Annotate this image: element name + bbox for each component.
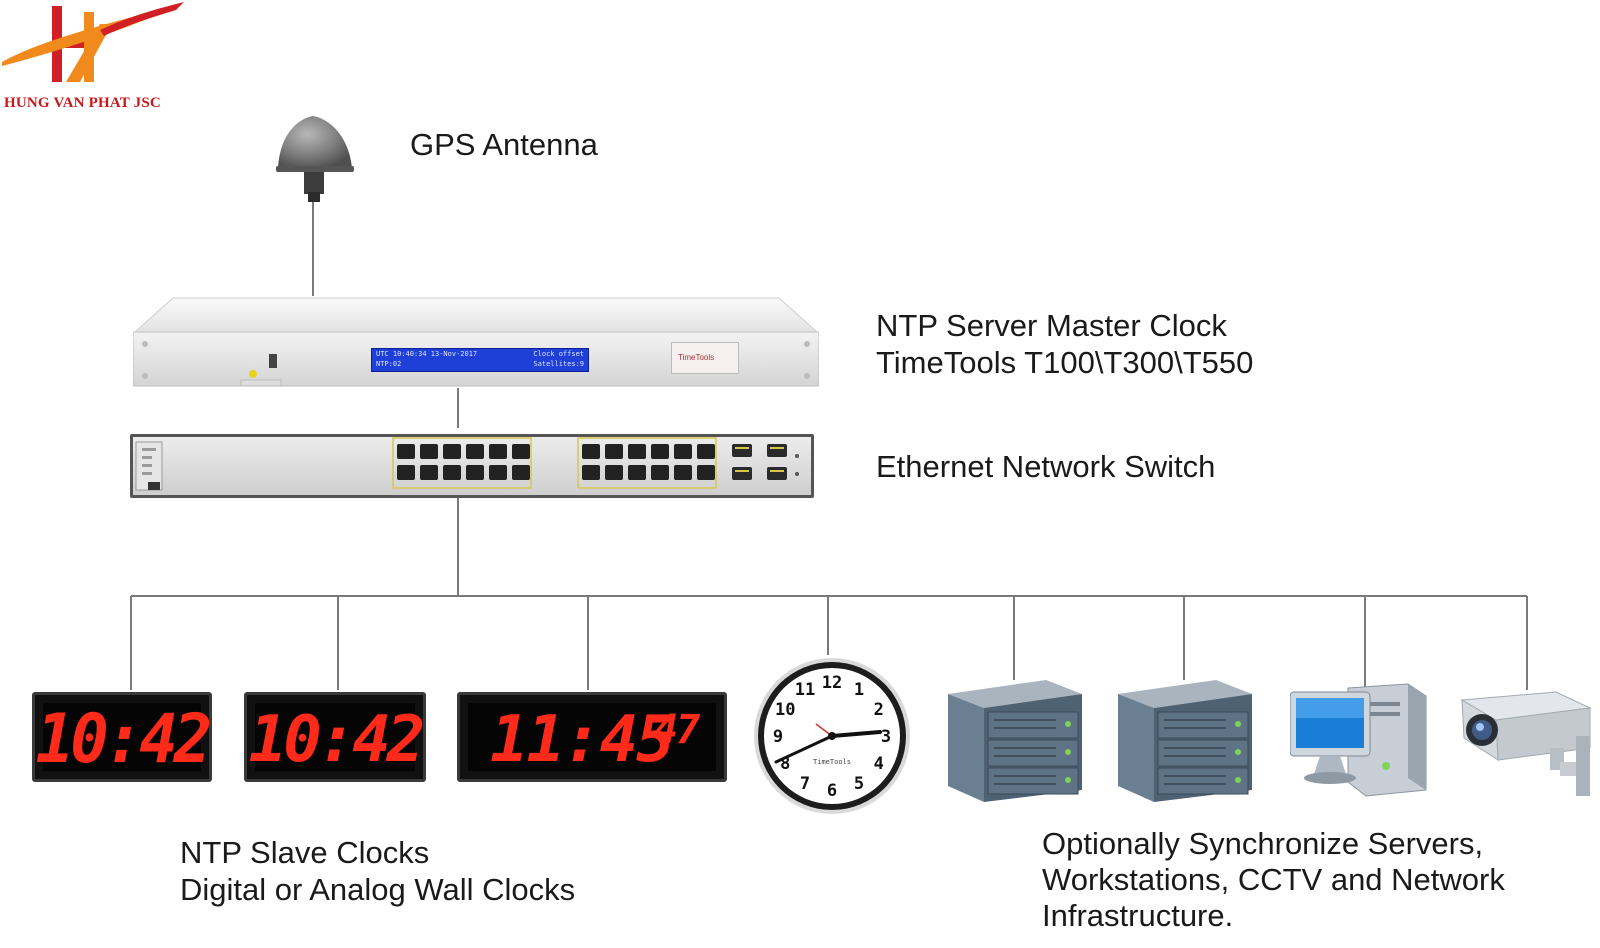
clock-number-6: 6 [827,781,837,801]
clock-number-5: 5 [854,774,864,794]
gps-antenna-icon [276,116,354,202]
clock-number-9: 9 [773,727,783,747]
master-clock-label-line2: TimeTools T100\T300\T550 [876,345,1254,380]
sync-label-line3: Infrastructure. [1042,898,1234,933]
digital-clock-3: 11:45 47 [457,692,727,782]
digital-clock-3-time: 11:45 [490,703,675,777]
clock-number-10: 10 [775,700,795,720]
lcd-row1-left: UTC 10:40:34 13-Nov-2017 [376,350,478,358]
clock-number-11: 11 [795,680,815,700]
server-brand-text: TimeTools [678,353,715,362]
digital-clock-3-seconds: 47 [654,707,700,753]
clock-number-7: 7 [800,774,810,794]
cctv-camera-icon [1460,691,1592,796]
workstation-icon [1290,683,1427,797]
digital-clock-1: 10:42 [32,692,212,782]
clock-number-4: 4 [874,754,884,774]
switch-label: Ethernet Network Switch [876,449,1216,484]
clock-number-3: 3 [881,727,891,747]
server-lcd-display: UTC 10:40:34 13-Nov-2017 Clock offset NT… [371,348,589,372]
digital-clock-1-time: 10:42 [35,701,213,779]
server-rack-icon [1118,680,1252,802]
gps-antenna-label: GPS Antenna [410,127,598,162]
server-brand-badge: TimeTools [671,342,739,374]
slave-clocks-label-line2: Digital or Analog Wall Clocks [180,872,576,907]
digital-clock-2: 10:42 [244,692,426,782]
logo-mark-icon [2,2,184,82]
clock-number-12: 12 [822,673,842,693]
logo-text: HUNG VAN PHAT JSC [4,95,161,111]
clock-number-8: 8 [780,754,790,774]
ntp-server-device: UTC 10:40:34 13-Nov-2017 Clock offset NT… [132,296,820,392]
lcd-row2-right: Satellites:9 [533,360,584,368]
clock-number-2: 2 [874,700,884,720]
company-logo: HUNG VAN PHAT JSC [0,0,190,120]
sync-label-line2: Workstations, CCTV and Network [1042,862,1505,897]
clock-number-1: 1 [854,680,864,700]
ethernet-switch-icon [130,434,814,498]
lcd-row2-left: NTP:02 [376,360,402,368]
digital-clock-2-time: 10:42 [248,703,426,777]
lcd-row1-right: Clock offset [533,350,584,358]
sync-label-line1: Optionally Synchronize Servers, [1042,826,1484,861]
master-clock-label-line1: NTP Server Master Clock [876,308,1227,343]
server-rack-icon [948,680,1082,802]
analog-clock-brand: TimeTools [813,758,851,766]
slave-clocks-label-line1: NTP Slave Clocks [180,835,430,870]
